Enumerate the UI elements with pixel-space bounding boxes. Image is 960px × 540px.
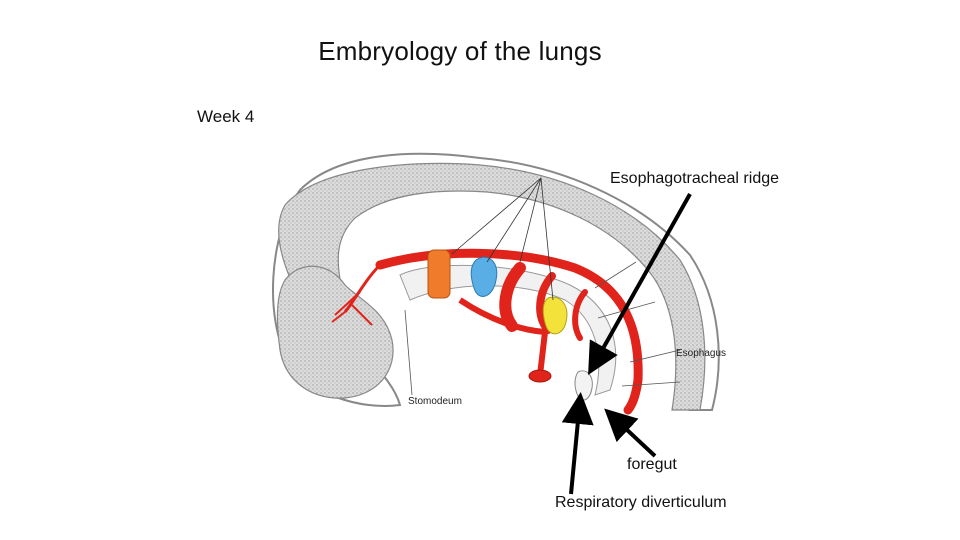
pouch-yellow (542, 296, 568, 335)
pouch-blue (470, 256, 498, 297)
aortic-arch-2 (536, 272, 556, 334)
artery-cut-end (528, 369, 552, 383)
respiratory-bud (574, 370, 593, 401)
label-respiratory-diverticulum: Respiratory diverticulum (555, 494, 727, 511)
head-artery (343, 263, 382, 313)
slide-subtitle: Week 4 (197, 107, 255, 126)
esophagus-label: Esophagus (676, 348, 726, 359)
dorsal-aorta (375, 248, 643, 415)
aortic-arch-3 (572, 289, 588, 341)
arrow-foregut (604, 408, 657, 458)
neural-tissue (278, 162, 706, 411)
aortic-arch-1 (499, 262, 526, 332)
stomodeum-label: Stomodeum (408, 396, 462, 407)
arrow-esophagotracheal-ridge (588, 193, 692, 375)
pouch-orange (427, 249, 451, 299)
slide-title: Embryology of the lungs (318, 36, 602, 66)
arrow-respiratory-diverticulum (561, 392, 594, 495)
label-esophagotracheal-ridge: Esophagotracheal ridge (610, 170, 780, 187)
head-region (276, 265, 394, 399)
label-foregut: foregut (627, 456, 677, 473)
